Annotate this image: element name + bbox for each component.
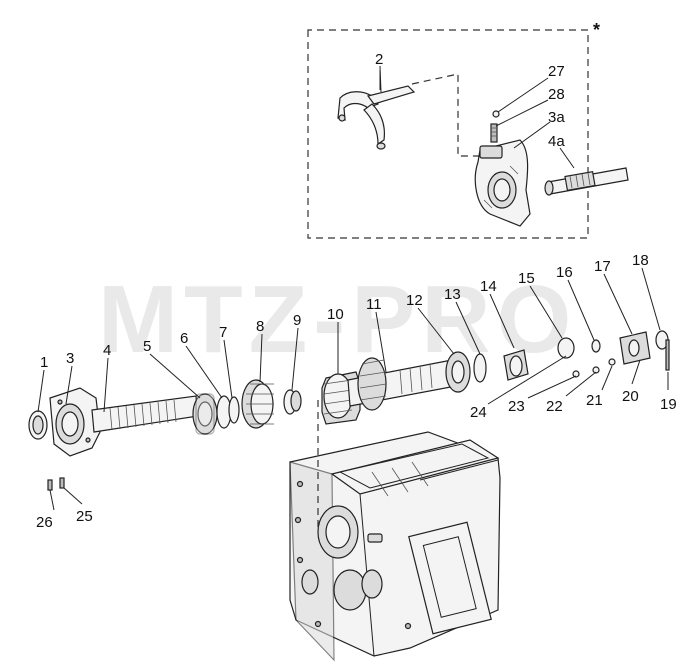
shaft-4a (544, 167, 629, 196)
callout-9: 9 (293, 312, 301, 329)
callout-27: 27 (548, 63, 565, 80)
callout-26: 26 (36, 514, 53, 531)
callout-12: 12 (406, 292, 423, 309)
callout-24: 24 (470, 404, 487, 421)
screw-and-ball (490, 110, 500, 143)
coupling-14 (503, 349, 529, 381)
flange-cover (49, 387, 101, 457)
callout-3: 3 (66, 350, 74, 367)
callout-1: 1 (40, 354, 48, 371)
inset-group: * (307, 20, 629, 239)
gear-8 (241, 379, 274, 429)
primary-shaft (91, 395, 199, 433)
callout-7: 7 (219, 324, 227, 341)
ring-7 (228, 396, 240, 424)
callout-19: 19 (660, 396, 677, 413)
shift-fork (337, 70, 416, 150)
callout-28: 28 (548, 86, 565, 103)
callout-4: 4 (103, 342, 111, 359)
callout-17: 17 (594, 258, 611, 275)
callout-21: 21 (586, 392, 603, 409)
callout-labels: 1 3 4 5 6 7 8 9 10 11 12 13 14 15 16 17 … (36, 252, 677, 531)
callout-18: 18 (632, 252, 649, 269)
inset-marker: * (593, 20, 600, 40)
callout-11: 11 (366, 296, 382, 313)
callout-16: 16 (556, 264, 573, 281)
callout-14: 14 (480, 278, 497, 295)
bolts (47, 477, 65, 491)
watermark: MTZ-PRO (98, 266, 577, 373)
callout-10: 10 (327, 306, 344, 323)
callout-25: 25 (76, 508, 93, 525)
selector-housing (474, 139, 531, 227)
callout-15: 15 (518, 270, 535, 287)
callout-2: 2 (375, 51, 383, 68)
inset-frame (307, 29, 589, 239)
gearbox-housing (289, 431, 501, 662)
ring-13 (473, 353, 487, 383)
bearing-5 (192, 393, 218, 435)
bearing-12 (445, 351, 471, 393)
callout-8: 8 (256, 318, 264, 335)
callout-3a: 3a (548, 109, 565, 126)
callout-20: 20 (622, 388, 639, 405)
callout-22: 22 (546, 398, 563, 415)
main-shaft-assembly (28, 330, 670, 491)
callout-23: 23 (508, 398, 525, 415)
callout-5: 5 (143, 338, 151, 355)
leader-lines (37, 267, 669, 511)
callout-13: 13 (444, 286, 461, 303)
callout-4a: 4a (548, 133, 565, 150)
callout-6: 6 (180, 330, 188, 347)
small-parts (557, 330, 670, 378)
